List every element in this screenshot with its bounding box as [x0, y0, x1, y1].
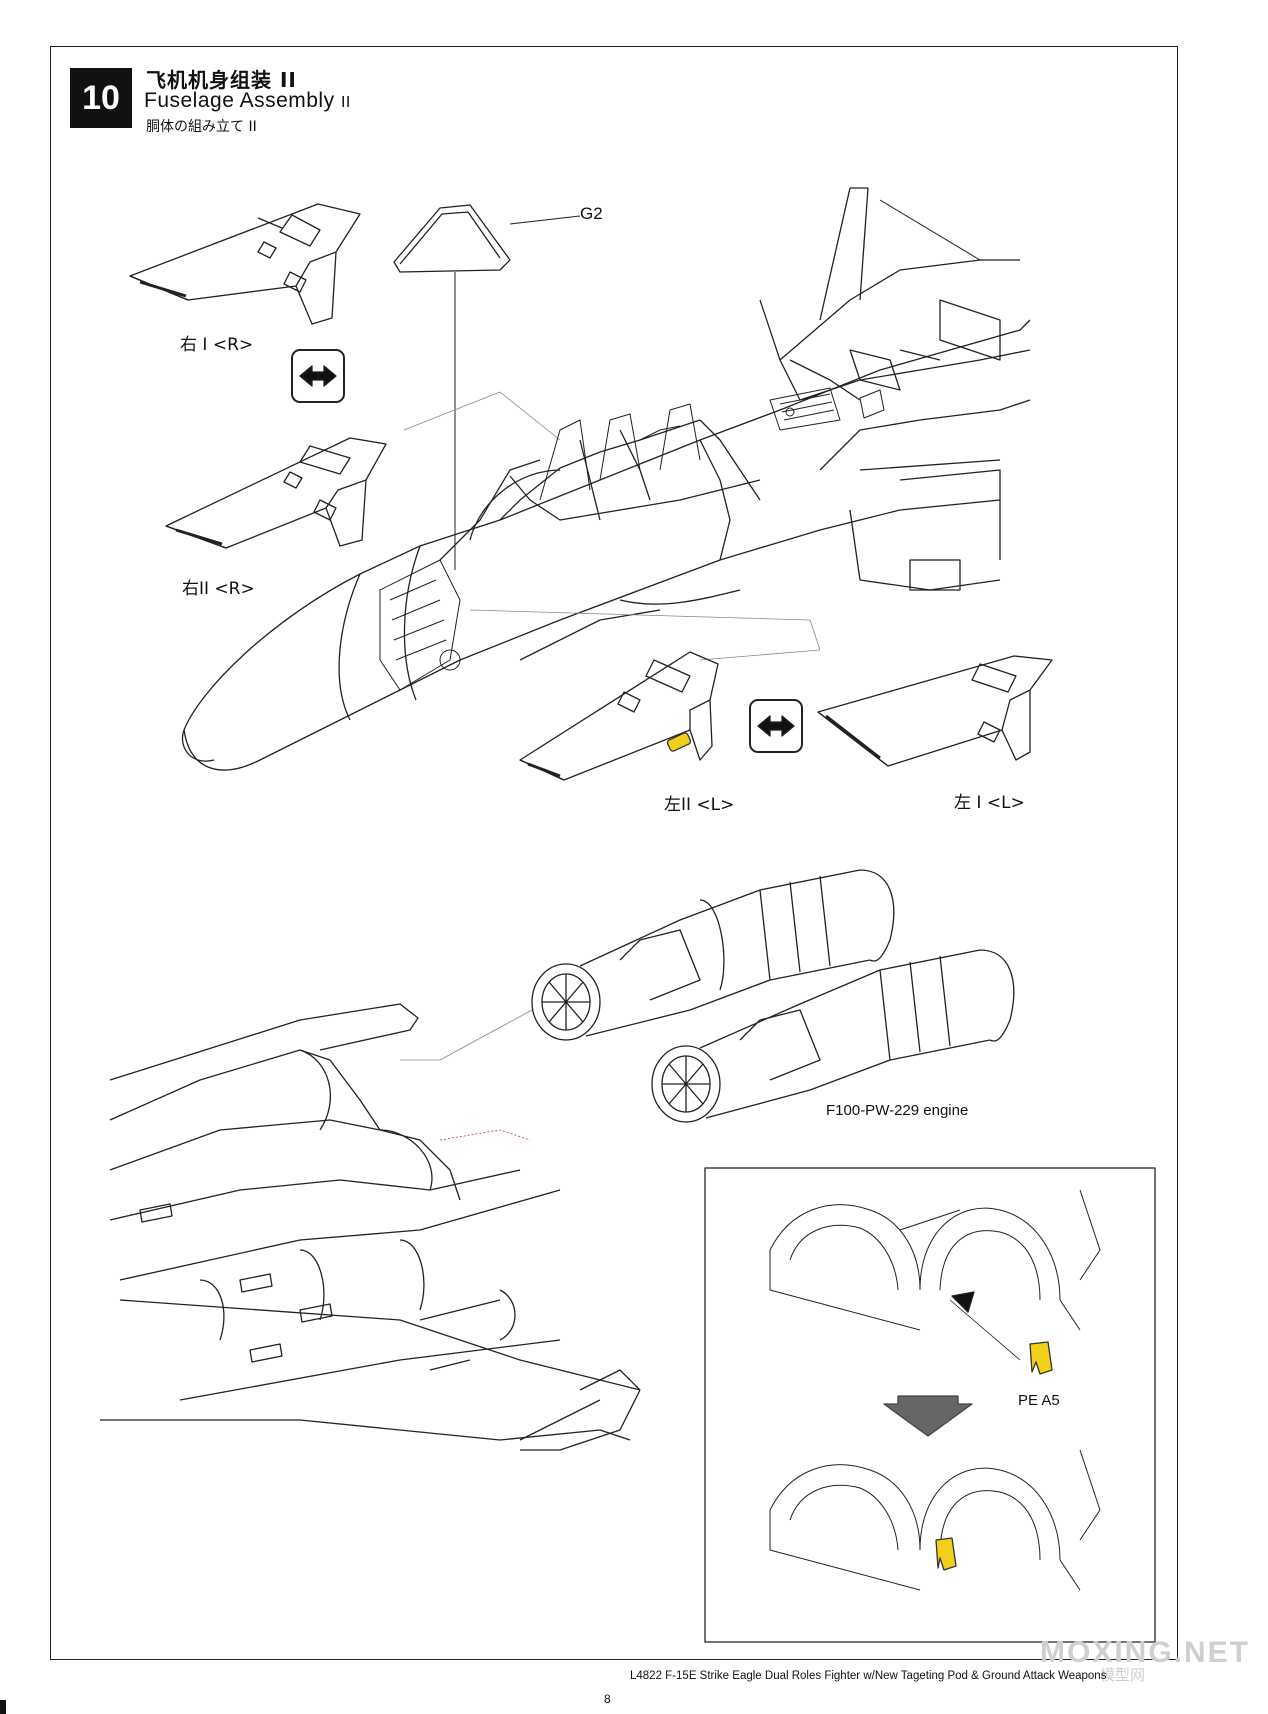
label-canopy-g2: G2 — [580, 204, 603, 223]
swap-icon-1 — [291, 349, 345, 403]
corner-mark — [0, 1700, 6, 1714]
page-number: 8 — [604, 1692, 611, 1706]
label-left-panel-1: 左 I <L> — [954, 793, 1025, 813]
inset-after — [769, 1449, 1101, 1591]
inset-before — [769, 1189, 1101, 1361]
step-title-en-main: Fuselage Assembly — [144, 89, 335, 112]
step-title-en-suffix: II — [340, 94, 351, 111]
pe-part-installed — [935, 1537, 957, 1571]
guide-line — [439, 1129, 531, 1141]
step-number-badge: 10 — [70, 68, 132, 128]
swap-icon-2 — [749, 699, 803, 753]
label-right-panel-1: 右 I <R> — [180, 335, 254, 355]
watermark-sub: 模型网 — [1100, 1666, 1146, 1684]
label-left-panel-2: 左II <L> — [664, 795, 735, 815]
right-panel-1 — [129, 203, 361, 325]
fuselage — [181, 187, 1031, 771]
rear-fuselage — [100, 1003, 641, 1451]
insert-arrow — [951, 1291, 975, 1313]
watermark: MOXING.NET — [1040, 1636, 1251, 1669]
label-engine: F100-PW-229 engine — [826, 1102, 969, 1119]
engine-lower — [651, 949, 1015, 1123]
left-panel-1 — [817, 655, 1053, 767]
label-right-panel-2: 右II <R> — [182, 579, 255, 599]
canopy-g2 — [393, 204, 581, 570]
left-panel-2 — [519, 651, 719, 781]
cockpit-detail — [379, 387, 885, 691]
pe-part-highlight — [1029, 1341, 1053, 1375]
right-panel-2 — [165, 437, 387, 549]
detail-inset — [704, 1167, 1156, 1643]
highlight-marker — [666, 732, 692, 752]
step-title-cn: 飞机机身组装 II — [146, 68, 297, 92]
label-pe-a5: PE A5 — [1018, 1392, 1060, 1409]
page-frame — [50, 46, 1178, 1660]
engine-upper — [531, 869, 895, 1041]
step-title-en: Fuselage Assembly II — [144, 89, 351, 113]
footer-title: L4822 F-15E Strike Eagle Dual Roles Figh… — [630, 1670, 1107, 1682]
down-arrow-icon — [883, 1395, 973, 1437]
step-title-jp: 胴体の組み立て II — [146, 119, 257, 135]
